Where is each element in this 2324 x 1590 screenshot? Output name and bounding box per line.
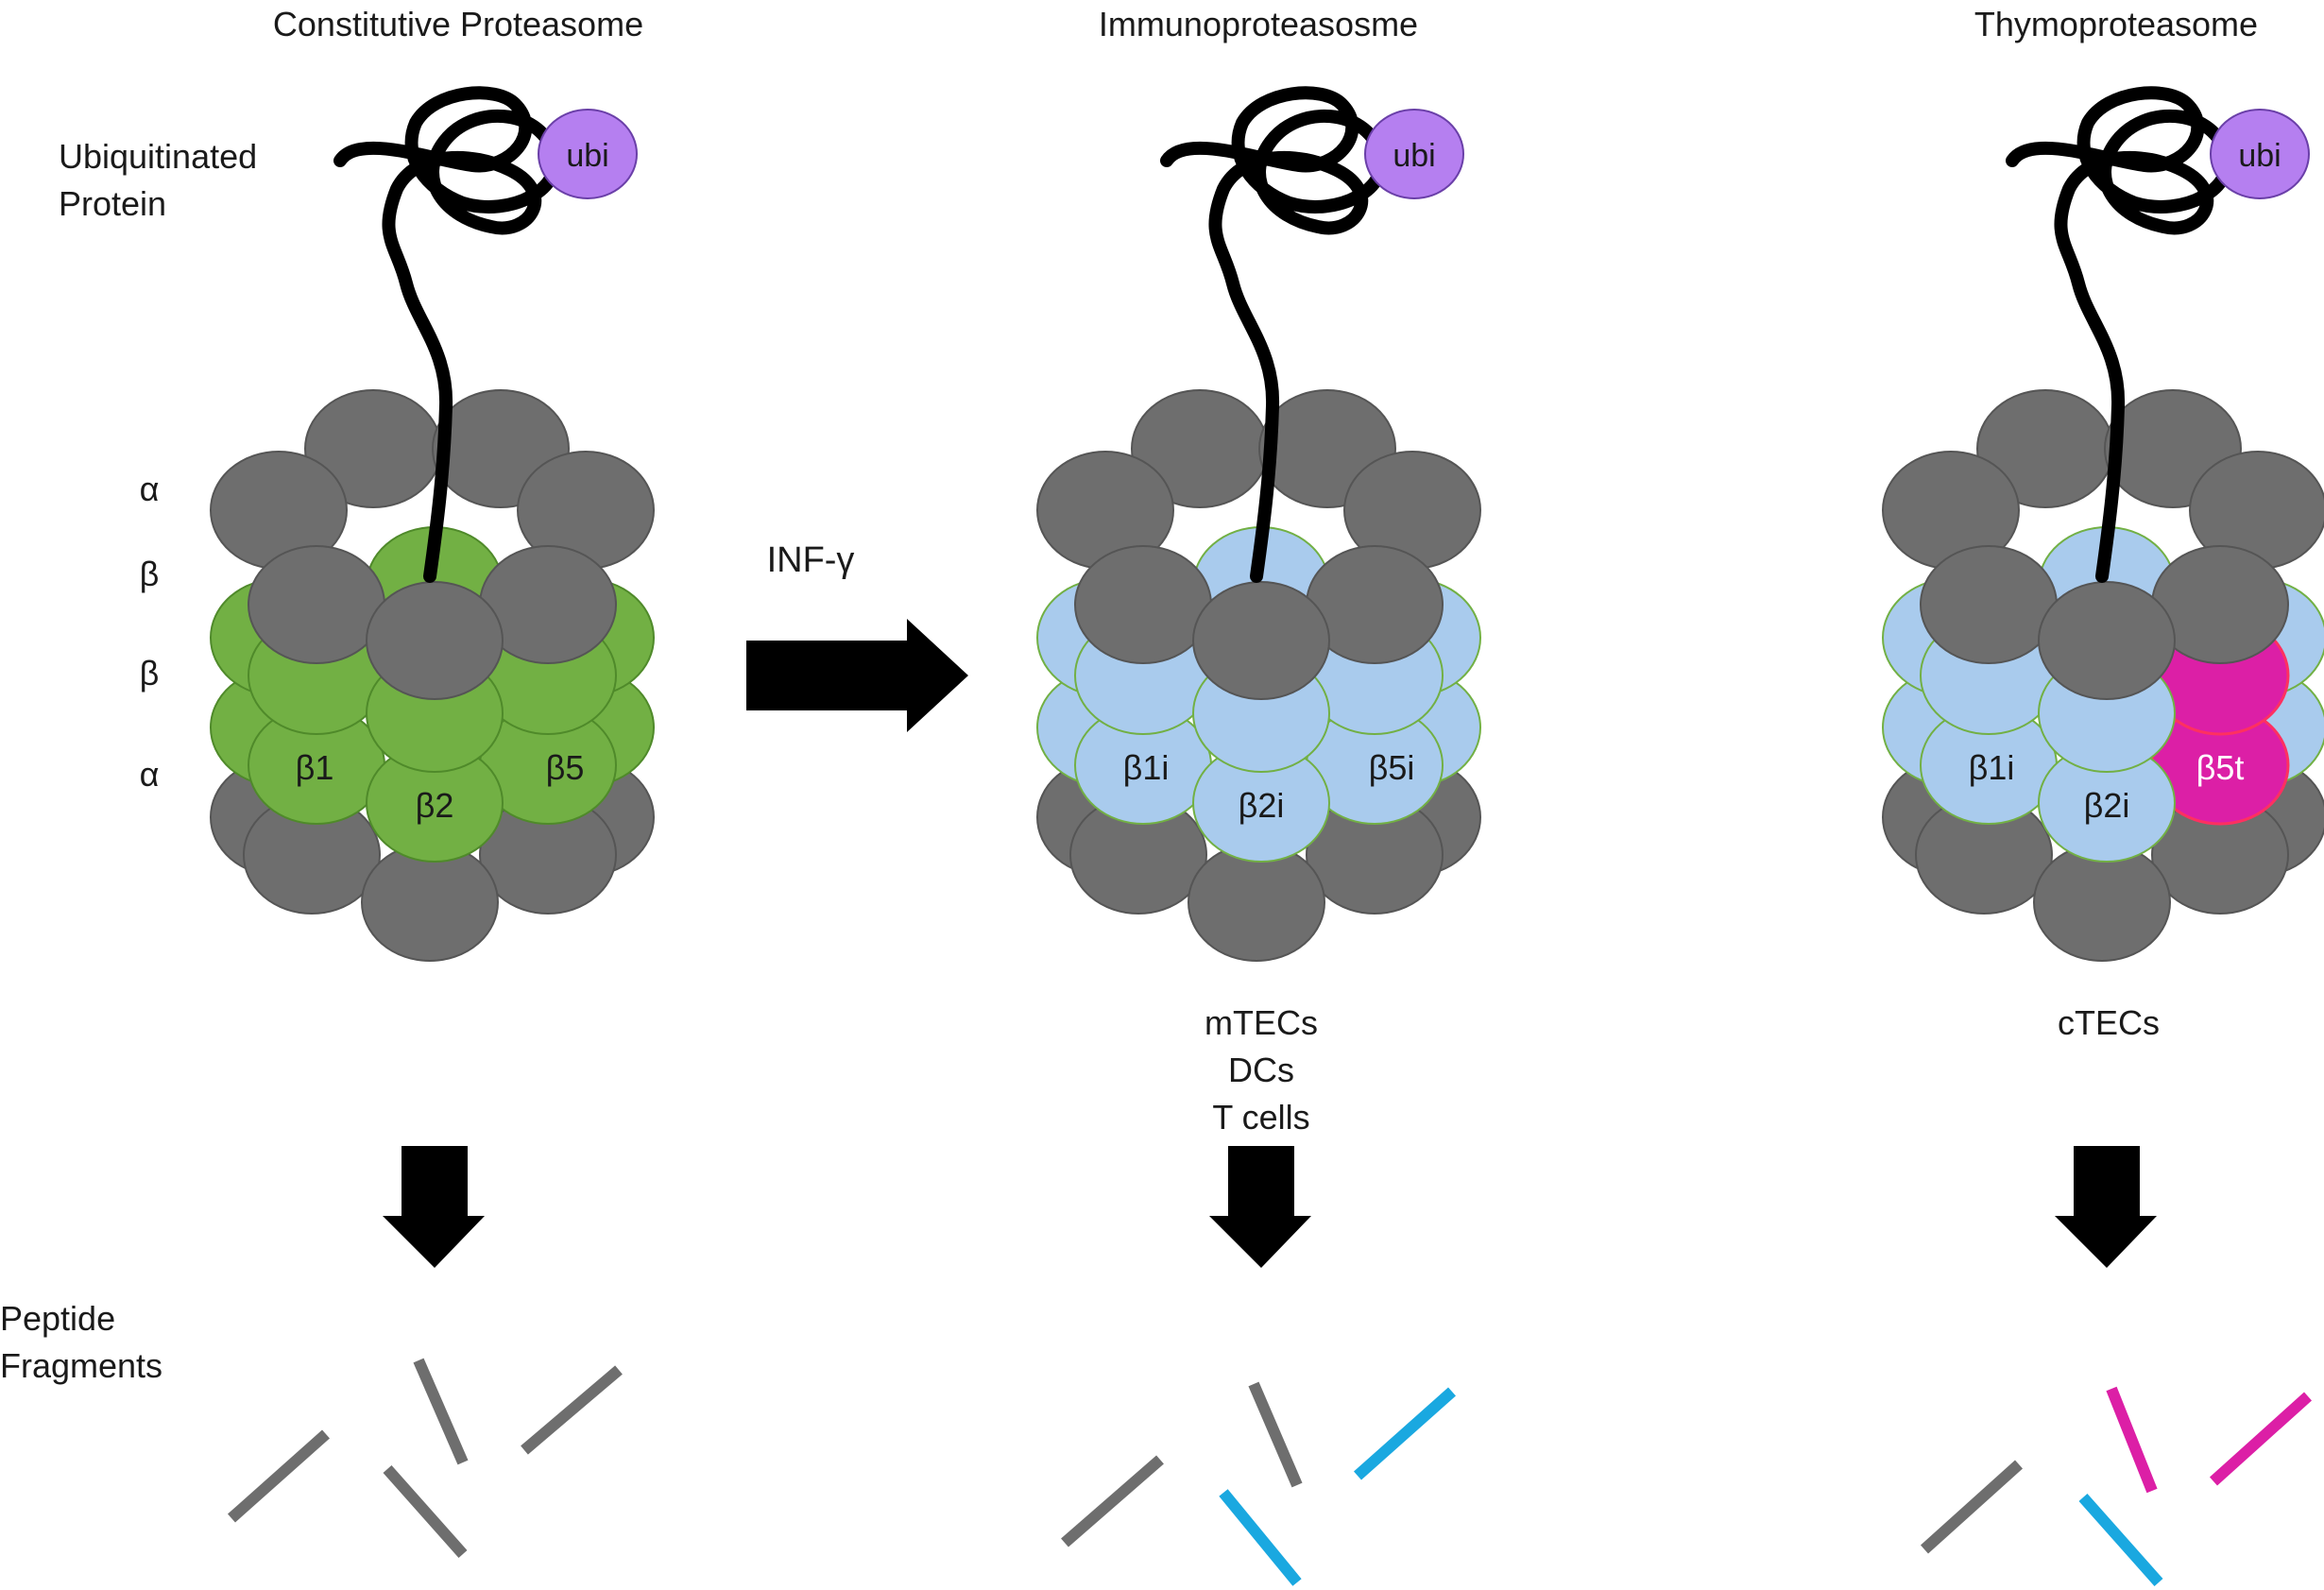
ubiquitin-icon bbox=[2210, 109, 2310, 199]
ubiquitin-label: ubi bbox=[566, 138, 608, 174]
cell-type-dcs: DCs bbox=[1228, 1051, 1294, 1089]
peptide-fragment bbox=[1061, 1455, 1164, 1547]
subunit-label-b5t: β5t bbox=[2196, 748, 2245, 787]
alpha-subunit bbox=[1920, 545, 2058, 664]
peptide-fragment bbox=[413, 1358, 469, 1465]
alpha-ring-label-bottom: α bbox=[140, 755, 160, 794]
peptide-fragment bbox=[2106, 1386, 2158, 1494]
inducer-label: INF-γ bbox=[767, 540, 855, 580]
peptide-fragment bbox=[521, 1365, 623, 1455]
peptide-fragment bbox=[228, 1429, 330, 1523]
peptide-fragments-constitutive bbox=[228, 1358, 623, 1558]
ubiquitin-icon bbox=[1364, 109, 1464, 199]
panel-immunoproteasome: Immunoproteasosme bbox=[1036, 5, 1481, 1586]
panel-title-thymo: Thymoproteasome bbox=[1974, 5, 2258, 43]
peptide-fragment bbox=[1248, 1381, 1303, 1488]
peptide-fragment bbox=[383, 1465, 468, 1558]
cell-type-ctecs: cTECs bbox=[2058, 1003, 2160, 1042]
peptide-fragment bbox=[2078, 1494, 2163, 1586]
panel-title-immuno: Immunoproteasosme bbox=[1099, 5, 1418, 43]
down-arrow-icon bbox=[1209, 1146, 1311, 1268]
subunit-label-b1i: β1i bbox=[1969, 748, 2015, 787]
peptide-fragments-thymo bbox=[1920, 1386, 2313, 1586]
beta-ring-label-upper: β bbox=[140, 555, 160, 593]
ubiquitinated-label-line2: Protein bbox=[59, 184, 166, 223]
ubiquitin-label: ubi bbox=[1393, 138, 1435, 174]
alpha-subunit bbox=[2038, 581, 2176, 700]
subunit-label-b2i: β2i bbox=[2084, 786, 2130, 825]
proteasome-barrel-constitutive bbox=[210, 389, 655, 962]
alpha-subunit bbox=[248, 545, 385, 664]
subunit-label-b2: β2 bbox=[416, 786, 454, 825]
proteasome-barrel-thymo bbox=[1882, 86, 2324, 1268]
peptide-fragment bbox=[1219, 1489, 1302, 1586]
subunit-label-b2i: β2i bbox=[1239, 786, 1285, 825]
proteasome-barrel-immuno bbox=[1036, 86, 1481, 1268]
subunit-label-b1: β1 bbox=[296, 748, 334, 787]
peptide-fragments-immuno bbox=[1061, 1381, 1456, 1586]
down-arrow-icon bbox=[2055, 1146, 2157, 1268]
peptide-fragment bbox=[1920, 1460, 2024, 1554]
ubiquitinated-protein-strand bbox=[2006, 86, 2234, 583]
alpha-subunit bbox=[366, 581, 504, 700]
peptide-fragment bbox=[1354, 1387, 1456, 1480]
subunit-label-b1i: β1i bbox=[1123, 748, 1170, 787]
subunit-label-b5: β5 bbox=[546, 748, 585, 787]
ubiquitin-icon bbox=[538, 109, 638, 199]
cell-type-mtecs: mTECs bbox=[1205, 1003, 1318, 1042]
panel-thymoproteasome: Thymoproteasome bbox=[1882, 5, 2324, 1586]
ubiquitinated-label-line1: Ubiquitinated bbox=[59, 137, 257, 176]
alpha-subunit bbox=[1074, 545, 1212, 664]
peptide-label-line2: Fragments bbox=[0, 1346, 162, 1385]
alpha-ring-label-top: α bbox=[140, 470, 160, 508]
alpha-subunit bbox=[1192, 581, 1330, 700]
panel-title-constitutive: Constitutive Proteasome bbox=[273, 5, 643, 43]
subunit-label-b5i: β5i bbox=[1369, 748, 1415, 787]
ubiquitin-label: ubi bbox=[2238, 138, 2281, 174]
panel-constitutive: Constitutive Proteasome Ubiquitinated Pr… bbox=[0, 5, 655, 1558]
ubiquitinated-protein-strand bbox=[1160, 86, 1389, 583]
cell-type-t-cells: T cells bbox=[1212, 1098, 1309, 1137]
peptide-label-line1: Peptide bbox=[0, 1299, 115, 1338]
ubiquitinated-protein-strand bbox=[333, 86, 562, 583]
down-arrow-icon bbox=[383, 1146, 485, 1268]
beta-ring-label-lower: β bbox=[140, 654, 160, 692]
peptide-fragment bbox=[2209, 1392, 2313, 1486]
right-arrow-icon bbox=[746, 619, 968, 732]
